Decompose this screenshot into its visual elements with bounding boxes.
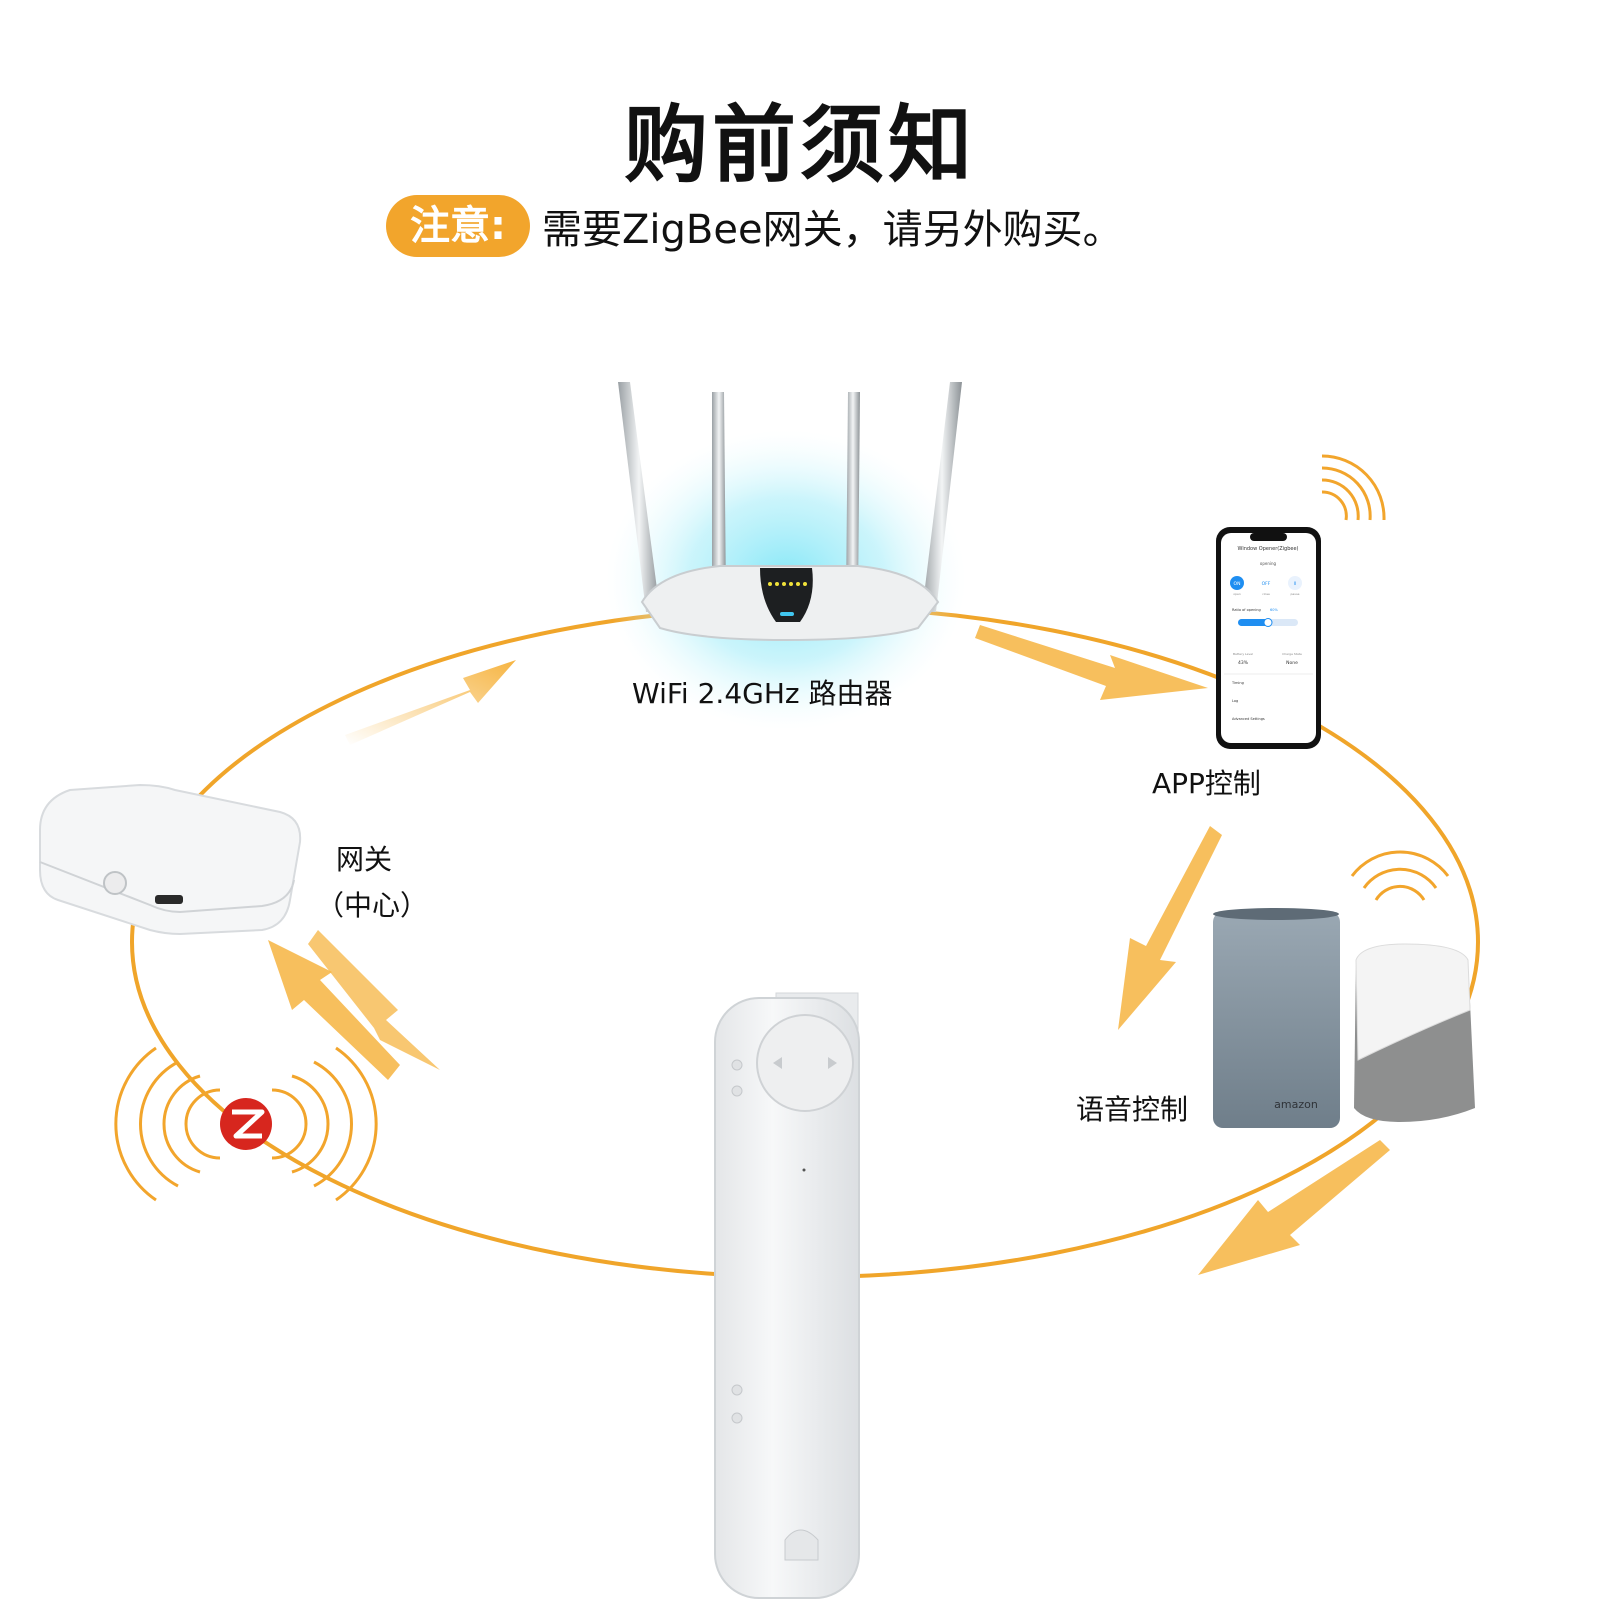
page-title: 购前须知 <box>623 96 976 194</box>
app-close-caption: close <box>1262 592 1270 596</box>
arrow-icon <box>1198 1140 1390 1275</box>
gateway-device <box>39 783 302 936</box>
voice-control-label: 语音控制 <box>1076 1093 1189 1126</box>
app-pause-caption: pause <box>1290 592 1299 596</box>
app-control-label: APP控制 <box>1152 767 1261 800</box>
google-home-speaker <box>1354 943 1475 1122</box>
router-label: WiFi 2.4GHz 路由器 <box>632 677 893 710</box>
gateway-label: 网关 <box>336 843 393 876</box>
wifi-waves-icon <box>1350 850 1450 901</box>
window-opener-device <box>714 992 860 1599</box>
app-open-caption: open <box>1233 592 1241 596</box>
app-battery-value: 43% <box>1238 660 1249 666</box>
router-device <box>618 382 962 642</box>
arrow-icon <box>1118 826 1222 1030</box>
app-off-button[interactable]: OFF <box>1262 581 1271 587</box>
zigbee-signal <box>114 1046 378 1202</box>
app-ratio-label: Ratio of opening <box>1232 608 1261 612</box>
arrow-icon <box>308 930 440 1070</box>
arrow-icon <box>268 940 400 1080</box>
app-on-button[interactable]: ON <box>1234 581 1241 587</box>
app-status: opening <box>1260 561 1277 566</box>
app-charge-label: Charge State <box>1282 652 1302 656</box>
app-menu-log[interactable]: Log <box>1232 699 1238 703</box>
app-ratio-value: 60% <box>1270 608 1278 612</box>
notice-badge: 注意: <box>386 195 530 257</box>
arrow-icon <box>975 625 1208 700</box>
speaker-brand: amazon <box>1274 1098 1318 1111</box>
phone-device: Window Opener(Zigbee) opening ON OFF II … <box>1216 527 1321 749</box>
app-menu-advanced[interactable]: Advanced Settings <box>1232 717 1265 721</box>
gateway-center-label: （中心） <box>316 889 429 922</box>
app-header: Window Opener(Zigbee) <box>1237 546 1298 552</box>
arrow-icon <box>345 660 516 745</box>
app-pause-button[interactable]: II <box>1294 581 1297 587</box>
wifi-waves-icon <box>1321 454 1386 521</box>
notice-bar: 注意: 需要ZigBee网关，请另外购买。 <box>386 194 1123 258</box>
app-battery-label: Battery Level <box>1233 652 1253 656</box>
app-menu-timing[interactable]: Timing <box>1231 681 1244 685</box>
notice-text: 需要ZigBee网关，请另外购买。 <box>542 207 1123 253</box>
amazon-echo-speaker: amazon <box>1213 908 1340 1128</box>
app-charge-value: None <box>1286 660 1298 666</box>
